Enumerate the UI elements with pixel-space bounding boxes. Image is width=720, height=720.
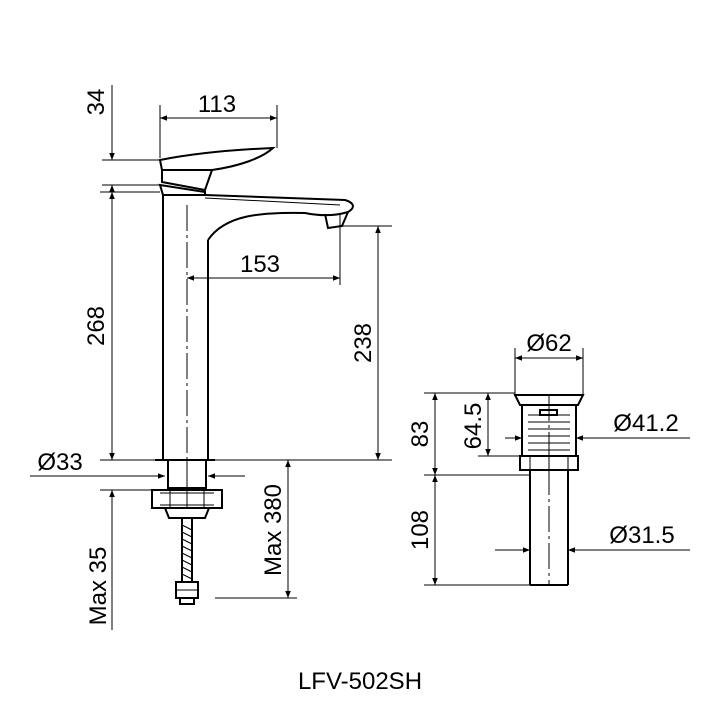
faucet-outline xyxy=(151,146,354,605)
dim-max-deck-thickness: Max 35 xyxy=(85,547,112,626)
dim-drain-body-diameter: Ø41.2 xyxy=(613,410,678,437)
dim-drain-tail-length: 108 xyxy=(407,510,434,550)
dim-body-height: 268 xyxy=(83,306,110,346)
dim-drain-upper-height: 83 xyxy=(407,421,434,448)
dim-drain-body-height: 64.5 xyxy=(460,403,487,450)
model-title: LFV-502SH xyxy=(298,668,422,695)
dim-max-hose-length: Max 380 xyxy=(260,484,287,576)
dim-drain-top-diameter: Ø62 xyxy=(526,330,571,357)
faucet-dimensions: 34 113 268 153 238 Ø33 Max 35 Max 380 xyxy=(30,85,392,630)
dim-spout-height: 238 xyxy=(350,323,377,363)
dim-body-diameter: Ø33 xyxy=(37,449,82,476)
drain-outline xyxy=(513,394,585,586)
drain-dimensions: Ø62 83 64.5 Ø41.2 108 Ø31.5 xyxy=(407,330,690,586)
dim-handle-length: 113 xyxy=(198,91,236,118)
dim-handle-height: 34 xyxy=(83,89,110,116)
dim-spout-reach: 153 xyxy=(240,251,280,278)
dim-drain-tail-diameter: Ø31.5 xyxy=(609,522,674,549)
